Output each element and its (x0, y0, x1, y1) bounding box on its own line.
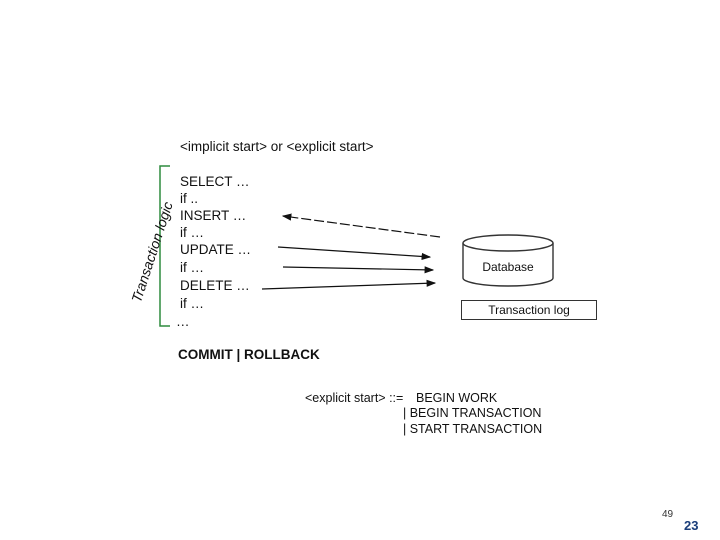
code-line-insert: INSERT … (180, 208, 247, 223)
arrow-insert-from-database (281, 213, 441, 238)
start-line: <implicit start> or <explicit start> (180, 139, 374, 154)
grammar-line-begin-work: BEGIN WORK (416, 391, 498, 405)
page-number-small: 49 (662, 509, 674, 520)
transaction-log-box: Transaction log (461, 300, 597, 320)
commit-rollback-line: COMMIT | ROLLBACK (178, 347, 320, 362)
database-label: Database (482, 260, 534, 274)
arrow-update-to-database (277, 246, 432, 261)
code-line-delete: DELETE … (180, 278, 250, 293)
code-line-if: if … (180, 260, 205, 275)
page-number-large: 23 (684, 518, 699, 533)
code-line-if: if … (180, 225, 205, 240)
code-line-if: if … (180, 296, 205, 311)
transaction-log-label: Transaction log (488, 303, 570, 317)
grammar-line-start-transaction: | START TRANSACTION (403, 422, 543, 436)
code-line-update: UPDATE … (180, 242, 252, 257)
transaction-logic-bracket (159, 165, 170, 327)
grammar-line-begin-transaction: | BEGIN TRANSACTION (403, 406, 542, 420)
code-line-ellipsis: … (176, 314, 190, 329)
code-line-if: if .. (180, 191, 199, 206)
arrow-delete-to-database (261, 279, 437, 290)
arrow-if-to-database (282, 266, 435, 274)
grammar-line-lhs: <explicit start> ::= (305, 391, 404, 405)
database-cylinder (462, 234, 554, 287)
code-line-select: SELECT … (180, 174, 250, 189)
